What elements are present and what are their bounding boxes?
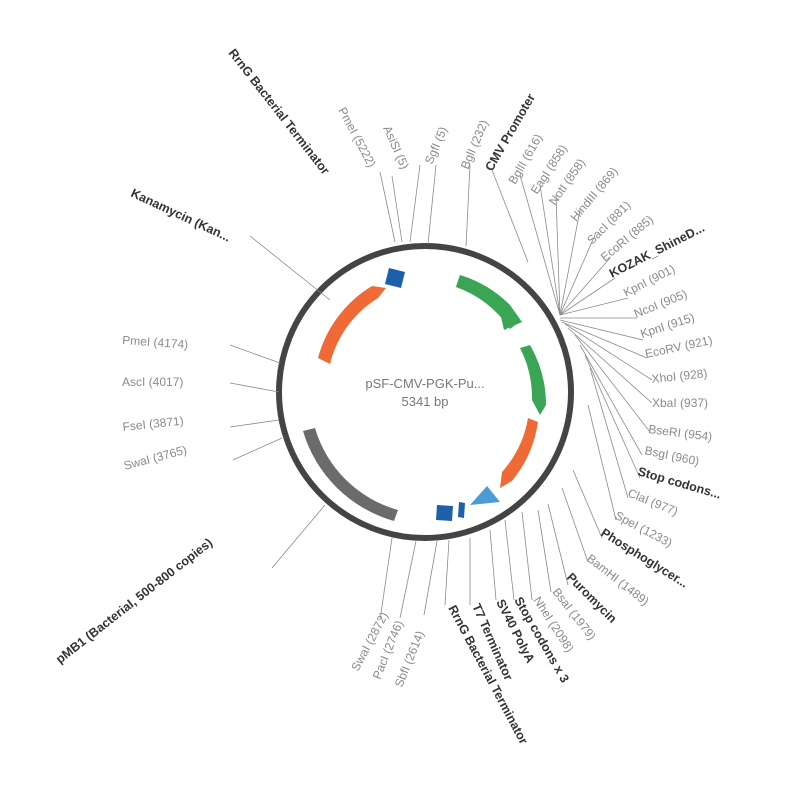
feature-kanamycin[interactable] [318,286,386,364]
label-rrng-top[interactable]: RrnG Bacterial Terminator [226,46,333,177]
feature-pgk-promoter[interactable] [520,345,547,415]
feature-cmv-promoter-body[interactable] [456,275,522,330]
label-asci-4017[interactable]: AscI (4017) [122,375,183,389]
feature-rrng-terminator-bottom[interactable] [436,505,453,521]
leader-lines [229,164,653,621]
feature-pmb1-origin[interactable] [303,428,398,521]
label-bsgi-960[interactable]: BsgI (960) [643,443,700,468]
label-xbai-937[interactable]: XbaI (937) [652,396,708,410]
label-pmei-5222[interactable]: PmeI (5222) [335,105,378,170]
label-asisi-5[interactable]: AsiSI (5) [380,124,412,172]
plasmid-backbone [276,243,574,541]
label-swai-3765[interactable]: SwaI (3765) [122,443,188,473]
plasmid-name: pSF-CMV-PGK-Pu... [365,376,484,391]
label-bseri-954[interactable]: BseRI (954) [648,422,713,444]
plasmid-size: 5341 bp [402,394,449,409]
label-sgfi-5[interactable]: SgfI (5) [422,124,450,166]
label-kanamycin[interactable]: Kanamycin (Kan... [129,186,233,244]
label-pmei-4174[interactable]: PmeI (4174) [122,333,189,352]
feature-rrng-terminator-top[interactable] [385,268,405,288]
label-pmb1[interactable]: pMB1 (Bacterial, 500-800 copies) [53,536,215,667]
label-xhoi-928[interactable]: XhoI (928) [651,366,708,386]
label-clai-977[interactable]: ClaI (977) [626,486,680,519]
feature-sv40-polya[interactable] [470,486,500,505]
label-ecorv-921[interactable]: EcoRV (921) [644,333,714,361]
feature-t7-terminator[interactable] [458,502,465,518]
label-fsei-3871[interactable]: FseI (3871) [122,414,184,434]
feature-puromycin[interactable] [500,418,538,488]
